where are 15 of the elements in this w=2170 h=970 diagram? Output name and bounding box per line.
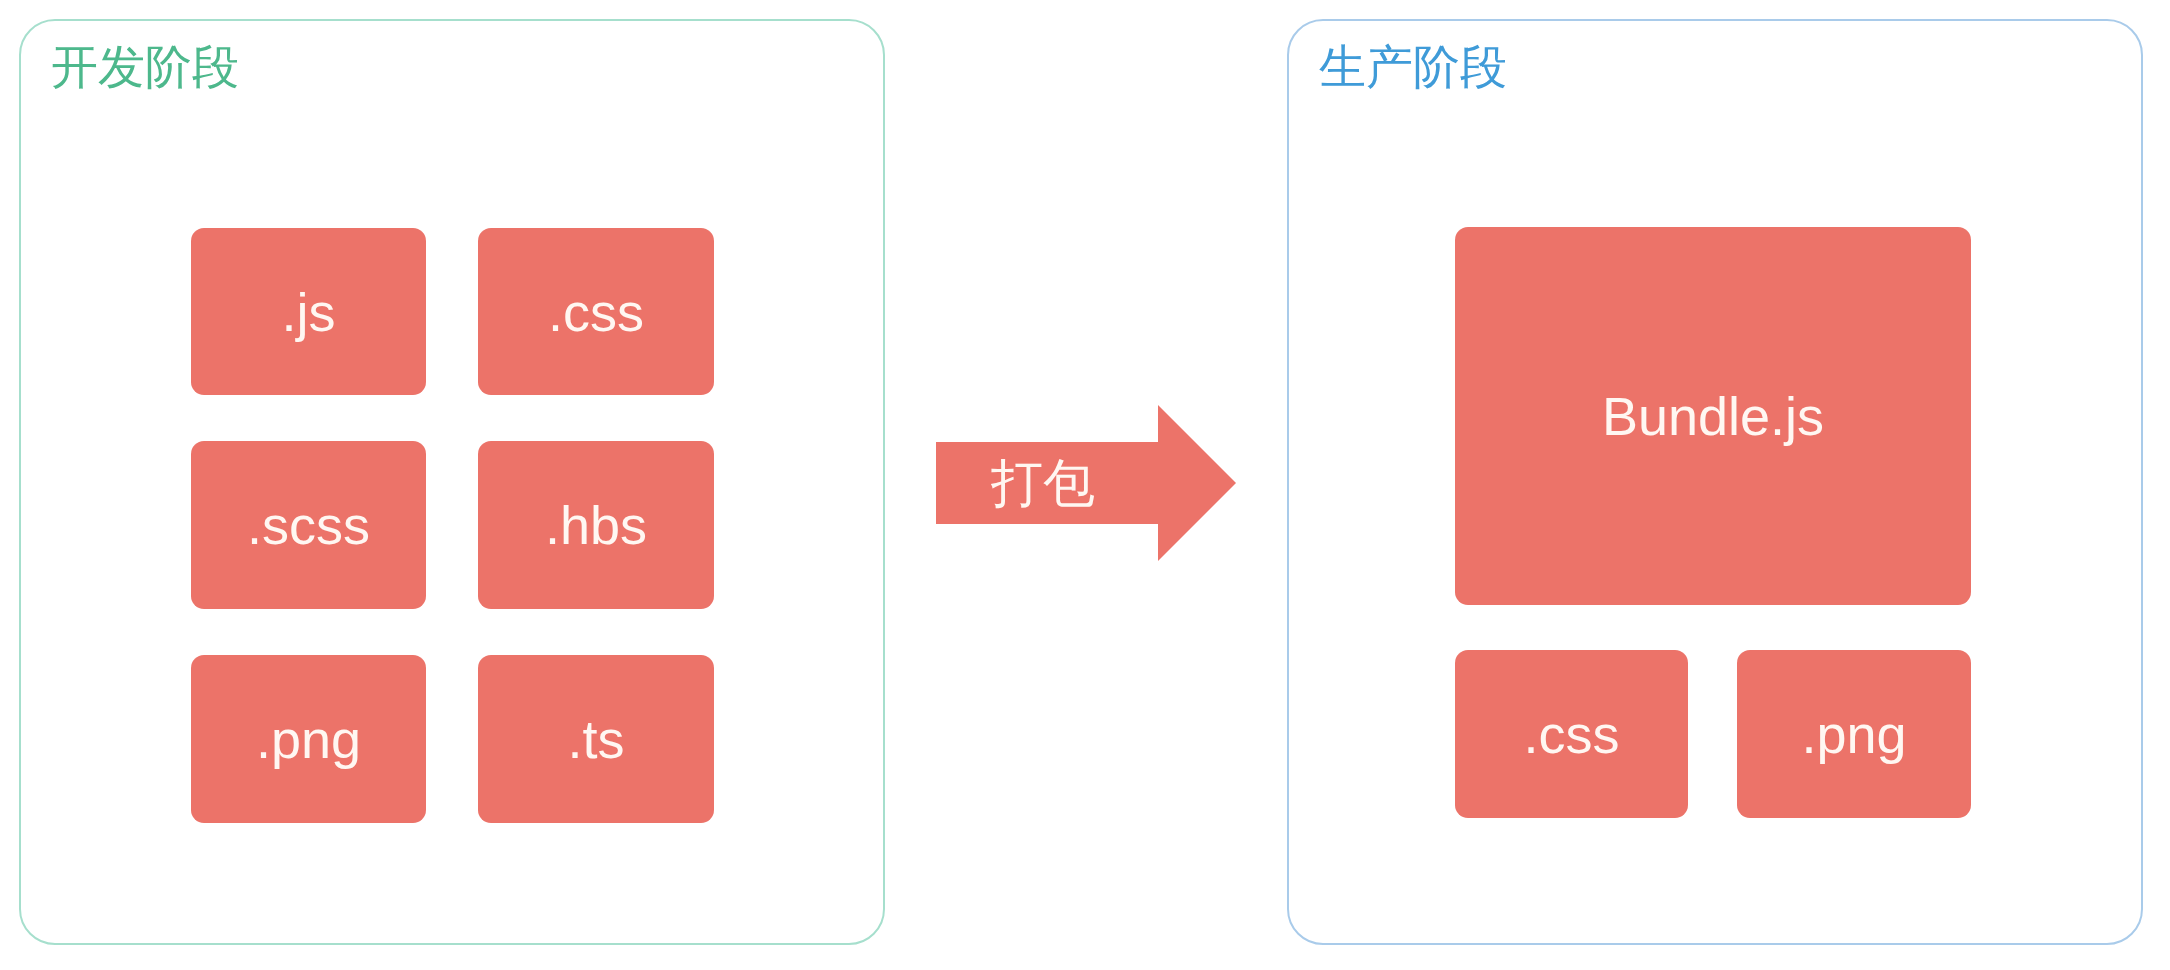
stage-title: 开发阶段: [51, 41, 239, 93]
stage-panel: [1287, 19, 2143, 945]
file-box: .scss: [191, 441, 426, 609]
file-box: .js: [191, 228, 426, 395]
file-box: .hbs: [478, 441, 714, 609]
file-box: .ts: [478, 655, 714, 823]
stage-title: 生产阶段: [1319, 41, 1507, 93]
file-box: .png: [191, 655, 426, 823]
file-box: .png: [1737, 650, 1971, 818]
block-arrow: [936, 405, 1236, 561]
file-box: Bundle.js: [1455, 227, 1971, 605]
file-box: .css: [1455, 650, 1688, 818]
edge-label: 打包: [991, 457, 1095, 509]
stage-panel: [19, 19, 885, 945]
file-box: .css: [478, 228, 714, 395]
